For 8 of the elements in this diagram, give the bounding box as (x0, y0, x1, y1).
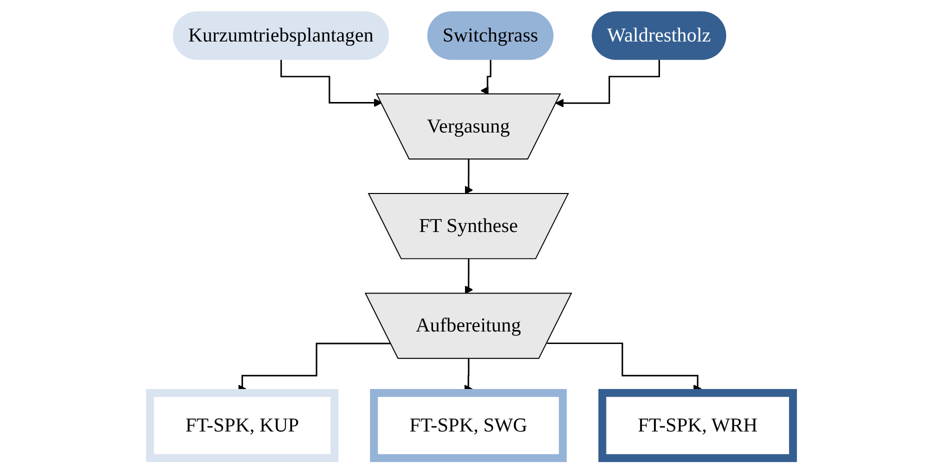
arrow (280, 59, 382, 108)
arrow (464, 158, 474, 194)
arrow (480, 59, 492, 95)
node-box: FT-SPK, KUP (146, 389, 338, 462)
node-box: FT-SPK, WRH (598, 389, 797, 462)
arrow (555, 59, 660, 108)
node-box: FT-SPK, SWG (370, 389, 567, 462)
arrow (464, 258, 474, 294)
